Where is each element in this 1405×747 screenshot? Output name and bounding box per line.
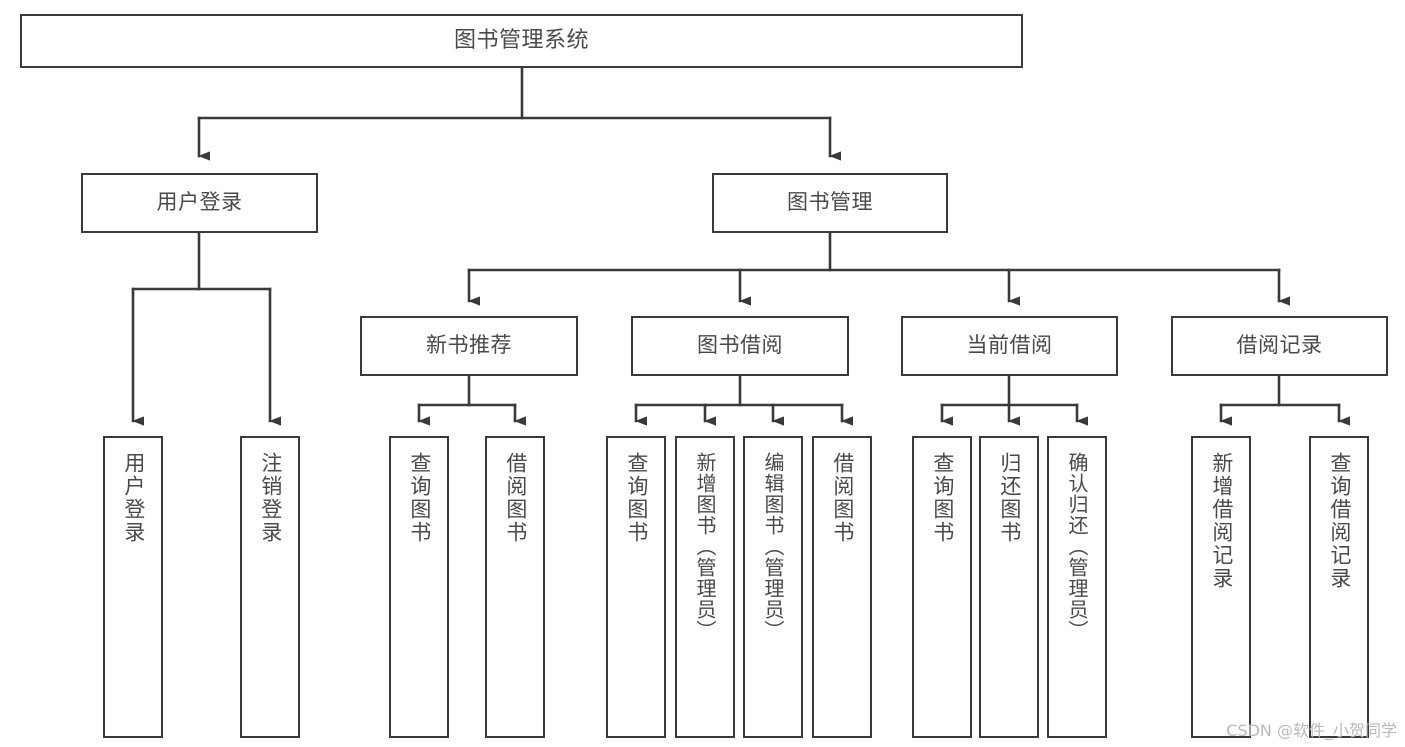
leaf-record-add-label: 新增借阅记录 — [1209, 452, 1234, 590]
leaf-current-query-book-label: 查询图书 — [930, 452, 955, 544]
leaf-current-query-book[interactable]: 查询图书 — [912, 436, 972, 738]
leaf-record-add[interactable]: 新增借阅记录 — [1191, 436, 1251, 738]
leaf-new-book-borrow[interactable]: 借阅图书 — [485, 436, 545, 738]
leaf-borrow-query-book[interactable]: 查询图书 — [606, 436, 666, 738]
node-current-borrow[interactable]: 当前借阅 — [901, 316, 1118, 376]
node-book-management[interactable]: 图书管理 — [712, 173, 948, 233]
leaf-borrow-query-book-label: 查询图书 — [624, 452, 649, 544]
leaf-current-return-book[interactable]: 归还图书 — [979, 436, 1039, 738]
leaf-record-query[interactable]: 查询借阅记录 — [1309, 436, 1369, 738]
leaf-user-login-signout-label: 注销登录 — [258, 452, 283, 544]
node-new-book-recommend-label: 新书推荐 — [426, 333, 512, 358]
node-user-login[interactable]: 用户登录 — [81, 173, 318, 233]
leaf-user-login-signin-label: 用户登录 — [121, 452, 146, 544]
leaf-record-query-label: 查询借阅记录 — [1327, 452, 1352, 590]
leaf-borrow-borrow-book-label: 借阅图书 — [830, 452, 855, 544]
leaf-borrow-add-book-admin-label: 新增图书（管理员） — [693, 452, 717, 641]
leaf-new-book-query[interactable]: 查询图书 — [389, 436, 449, 738]
node-root-book-management-system[interactable]: 图书管理系统 — [20, 14, 1023, 68]
leaf-current-confirm-return-admin-label: 确认归还（管理员） — [1065, 452, 1089, 641]
leaf-current-return-book-label: 归还图书 — [997, 452, 1022, 544]
leaf-borrow-edit-book-admin[interactable]: 编辑图书（管理员） — [743, 436, 803, 738]
leaf-new-book-query-label: 查询图书 — [407, 452, 432, 544]
node-book-borrow-label: 图书借阅 — [697, 333, 783, 358]
leaf-borrow-edit-book-admin-label: 编辑图书（管理员） — [761, 452, 785, 641]
node-book-management-label: 图书管理 — [787, 190, 873, 215]
node-new-book-recommend[interactable]: 新书推荐 — [360, 316, 578, 376]
node-borrow-record-label: 借阅记录 — [1236, 333, 1323, 358]
leaf-user-login-signout[interactable]: 注销登录 — [240, 436, 300, 738]
node-user-login-label: 用户登录 — [156, 190, 243, 215]
leaf-current-confirm-return-admin[interactable]: 确认归还（管理员） — [1047, 436, 1107, 738]
node-root-label: 图书管理系统 — [453, 27, 589, 53]
leaf-user-login-signin[interactable]: 用户登录 — [103, 436, 163, 738]
leaf-borrow-borrow-book[interactable]: 借阅图书 — [812, 436, 872, 738]
node-borrow-record[interactable]: 借阅记录 — [1171, 316, 1388, 376]
node-current-borrow-label: 当前借阅 — [966, 333, 1053, 358]
leaf-new-book-borrow-label: 借阅图书 — [503, 452, 528, 544]
csdn-watermark: CSDN @软件_小贺同学 — [1226, 721, 1397, 740]
node-book-borrow[interactable]: 图书借阅 — [631, 316, 849, 376]
leaf-borrow-add-book-admin[interactable]: 新增图书（管理员） — [675, 436, 735, 738]
